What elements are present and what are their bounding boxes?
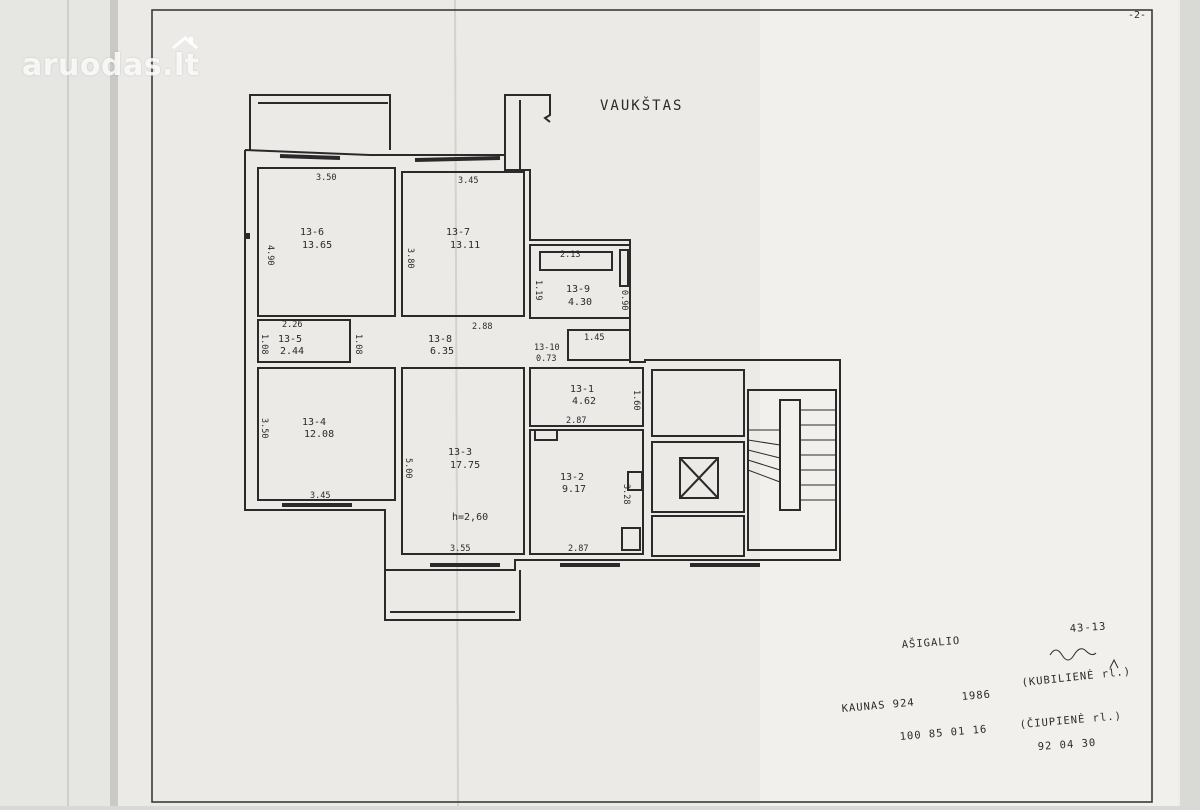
room-id: 13-9 xyxy=(566,284,590,295)
dimension-label: 3.55 xyxy=(450,544,470,554)
dimension-label: 5.00 xyxy=(403,458,413,478)
dimension-label: 2.87 xyxy=(568,544,588,554)
annotation-year: 1986 xyxy=(961,688,991,703)
plan-walls xyxy=(244,94,841,621)
page-number: -2- xyxy=(1128,10,1146,21)
house-icon xyxy=(172,36,198,50)
yard-label: VAUKŠTAS xyxy=(600,96,683,114)
room-id: 13-3 xyxy=(448,447,472,458)
room-area: 6.35 xyxy=(430,346,454,357)
signature-mark xyxy=(1109,658,1119,669)
room-area: 0.73 xyxy=(536,354,556,364)
annotation-line-1: AŠIGALIO xyxy=(901,634,960,651)
dimension-label: 1.08 xyxy=(259,334,269,354)
room-id: 13-5 xyxy=(278,334,302,345)
room-labels: 13-6 13.65 13-7 13.11 13-9 4.30 13-5 2.4… xyxy=(278,227,596,495)
dimension-label: 2.88 xyxy=(472,322,492,332)
annotation-code: 43-13 xyxy=(1069,620,1106,635)
tracing-overlay xyxy=(760,0,1180,806)
dimension-label: 1.60 xyxy=(631,390,641,410)
dimension-label: 3.80 xyxy=(405,248,415,268)
dimension-label: 2.26 xyxy=(282,320,302,330)
room-id: 13-10 xyxy=(534,343,560,353)
watermark: aruodas.lt xyxy=(22,36,200,83)
dimension-label: 0.90 xyxy=(619,290,629,310)
room-area: 12.08 xyxy=(304,429,334,440)
dimension-label: 3.50 xyxy=(316,173,336,183)
dimension-label: 1.08 xyxy=(353,334,363,354)
room-id: 13-4 xyxy=(302,417,326,428)
watermark-text: aruodas.lt xyxy=(22,48,200,83)
ceiling-height-note: h=2,60 xyxy=(452,512,488,523)
room-id: 13-2 xyxy=(560,472,584,483)
dimension-label: 2.87 xyxy=(566,416,586,426)
dimension-label: 1.19 xyxy=(533,280,543,300)
room-id: 13-6 xyxy=(300,227,324,238)
room-area: 4.62 xyxy=(572,396,596,407)
dimension-label: 3.45 xyxy=(458,176,478,186)
left-page xyxy=(0,0,110,806)
dimension-label: 3.50 xyxy=(259,418,269,438)
room-area: 17.75 xyxy=(450,460,480,471)
dimension-label: 2.13 xyxy=(560,250,580,260)
sheet-fold xyxy=(454,0,459,807)
dimension-label: 3.45 xyxy=(310,491,330,501)
room-area: 2.44 xyxy=(280,346,304,357)
room-area: 13.65 xyxy=(302,240,332,251)
dimension-label: 1.45 xyxy=(584,333,604,343)
room-id: 13-8 xyxy=(428,334,452,345)
drawing-frame xyxy=(151,9,1153,803)
dimension-labels: 3.50 3.45 4.90 3.80 2.13 1.19 2.26 2.88 … xyxy=(259,173,641,554)
dimension-label: 3.28 xyxy=(621,484,631,504)
annotation-date: 92 04 30 xyxy=(1037,737,1096,753)
room-area: 13.11 xyxy=(450,240,480,251)
room-id: 13-1 xyxy=(570,384,594,395)
dimension-label: 4.90 xyxy=(265,245,275,265)
room-id: 13-7 xyxy=(446,227,470,238)
room-area: 4.30 xyxy=(568,297,592,308)
signature-scribble xyxy=(1049,648,1097,661)
room-area: 9.17 xyxy=(562,484,586,495)
